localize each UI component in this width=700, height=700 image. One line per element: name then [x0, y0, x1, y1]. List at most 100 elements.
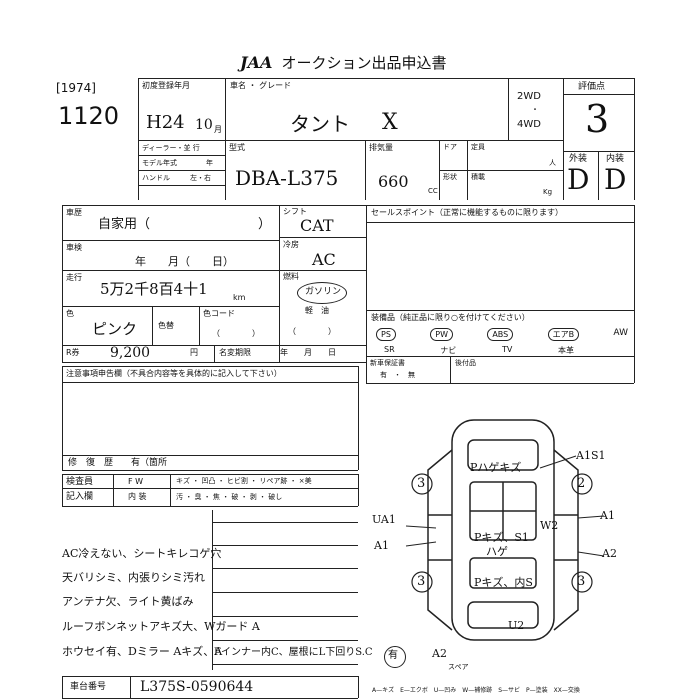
equip-leather: 本革: [557, 346, 574, 355]
color-value: ピンク: [92, 320, 138, 338]
fw-label: F W: [128, 477, 144, 486]
have-mark-circle: [384, 646, 406, 668]
post-label: 後付品: [455, 359, 476, 367]
month-unit: 月: [214, 125, 222, 134]
kg-unit: Kg: [543, 188, 553, 196]
exterior-label: 外装: [569, 154, 588, 164]
model-year-label: モデル年式: [142, 159, 177, 167]
km-unit: km: [233, 293, 246, 302]
tire-front-right: 2: [577, 476, 586, 491]
diag-label-rear: Pキズ、内S: [474, 576, 533, 589]
diag-label-center1: Pキズ、S1: [474, 531, 529, 544]
color-code-paren: （ ）: [212, 329, 260, 338]
drive-2wd: 2WD: [517, 91, 541, 102]
equip-ps: PS: [376, 328, 396, 341]
chassis-value: L375S-0590644: [140, 679, 254, 695]
equip-aw: AW: [613, 328, 628, 338]
diag-label-a1s1: A1S1: [576, 449, 606, 462]
handle-lr: 左・右: [190, 174, 211, 182]
remark-4: ルーフボンネットアキズ大、Wガード A: [62, 620, 260, 633]
diag-label-center2: ハゲ: [486, 545, 508, 558]
fuel-diesel: 軽 油: [305, 306, 329, 315]
displacement-value: 660: [378, 172, 409, 191]
dealer-label: ディーラー・並 行: [142, 144, 200, 152]
sales-point-label: セールスポイント（正常に機能するものに限ります）: [371, 208, 563, 217]
score-label: 評価点: [578, 82, 606, 92]
capacity-unit: 人: [549, 159, 556, 167]
tire-front-left: 3: [417, 476, 426, 491]
fuel-paren: （ ）: [288, 327, 336, 336]
interior-entry-label: 内 装: [128, 492, 147, 501]
model-value: DBA-L375: [235, 166, 339, 190]
equipment-row2: SR ナビ TV 本革: [384, 345, 574, 356]
diag-label-a2-bottom: A2: [432, 647, 447, 660]
inspection-date: 年 月（ 日）: [135, 255, 234, 268]
cc-unit: CC: [428, 187, 438, 195]
fuel-label: 燃料: [283, 272, 299, 281]
first-reg-label: 初度登録年月: [142, 81, 190, 90]
form-title: JAA オークション出品申込書: [240, 52, 447, 73]
remark-extra: Fインナー内C、屋根にL下回りS.C: [214, 647, 373, 658]
model-label: 型式: [229, 143, 245, 152]
first-reg-year: H24: [146, 112, 185, 133]
tire-rear-right: 3: [577, 574, 586, 589]
repair-label: 修 復 歴 有（箇所: [68, 458, 168, 468]
name-change-label: 名変期限: [219, 348, 251, 357]
first-reg-month: 10: [195, 117, 213, 133]
equip-pw: PW: [430, 328, 453, 341]
color-label: 色: [66, 309, 74, 318]
diag-label-u2: U2: [508, 619, 525, 632]
payload-label: 積載: [471, 173, 485, 181]
equipment-row1: PS PW ABS エアB AW: [376, 328, 628, 341]
chassis-label: 車台番号: [70, 682, 107, 692]
title-text: オークション出品申込書: [281, 54, 447, 72]
car-name-label: 車名 ・ グレード: [230, 81, 292, 90]
lot-number: 1120: [58, 102, 120, 130]
diag-label-a1-left: A1: [374, 539, 389, 552]
shift-label: シフト: [283, 207, 307, 216]
diag-label-a1-right: A1: [600, 509, 615, 522]
shape-label: 形状: [443, 173, 457, 181]
recycle-label: R券: [66, 348, 80, 357]
equipment-label: 装備品（純正品に限り○を付けてください）: [371, 313, 530, 322]
inspector-label: 検査員: [66, 477, 94, 487]
yen-unit: 円: [190, 348, 198, 357]
diag-label-ua1: UA1: [372, 513, 396, 526]
fuel-value-circle: [297, 282, 347, 304]
drive-dot: ・: [531, 105, 539, 114]
history-value: 自家用（: [98, 217, 151, 232]
new-car-value: 有 ・ 無: [380, 371, 415, 379]
jaa-logo: JAA: [240, 53, 273, 72]
ref-number: [1974]: [56, 81, 96, 95]
car-name: タント: [290, 112, 350, 136]
interior-legend: 汚 ・ 臭 ・ 焦 ・ 破 ・ 剥 ・ 破し: [176, 493, 283, 501]
name-change-date: 年 月 日: [280, 348, 336, 357]
diag-label-w2: W2: [540, 519, 559, 532]
diag-label-roof: Pハゲキズ: [470, 461, 522, 474]
remark-5: ホウセイ有、Dミラー Aキズ、A: [62, 645, 223, 658]
displacement-label: 排気量: [369, 143, 393, 152]
ac-value: AC: [312, 250, 336, 269]
drive-4wd: 4WD: [517, 119, 541, 130]
spare-label: スペア: [448, 663, 469, 671]
inspection-label: 車検: [66, 243, 82, 252]
history-close: ）: [258, 217, 272, 232]
equip-abs: ABS: [487, 328, 514, 341]
fuel-value: ガソリン: [305, 287, 342, 297]
diag-label-a2-right: A2: [602, 547, 617, 560]
equip-tv: TV: [501, 345, 513, 354]
mileage-value: 5万2千8百4十1: [100, 280, 208, 298]
color-code-label: 色コード: [203, 309, 235, 318]
entry-label: 記入欄: [66, 492, 94, 502]
color-change-label: 色替: [158, 321, 174, 330]
have-mark: 有: [388, 650, 398, 661]
exterior-value: D: [567, 163, 590, 196]
door-label: ドア: [443, 143, 457, 151]
shift-value: CAT: [300, 216, 334, 235]
damage-legend: キズ ・ 凹凸 ・ ヒビ割 ・ リペア跡 ・ ×美: [176, 477, 312, 485]
recycle-value: 9,200: [110, 345, 151, 361]
damage-code-legend: A—キズ E—エクボ U—凹み W—補修跡 S—サビ P—塗装 XX—交換: [372, 687, 580, 694]
ac-label: 冷房: [283, 240, 299, 249]
remark-3: アンテナ欠、ライト黄ばみ: [62, 595, 194, 608]
notes-label: 注意事項申告欄（不具合内容等を具体的に記入して下さい）: [66, 369, 282, 378]
